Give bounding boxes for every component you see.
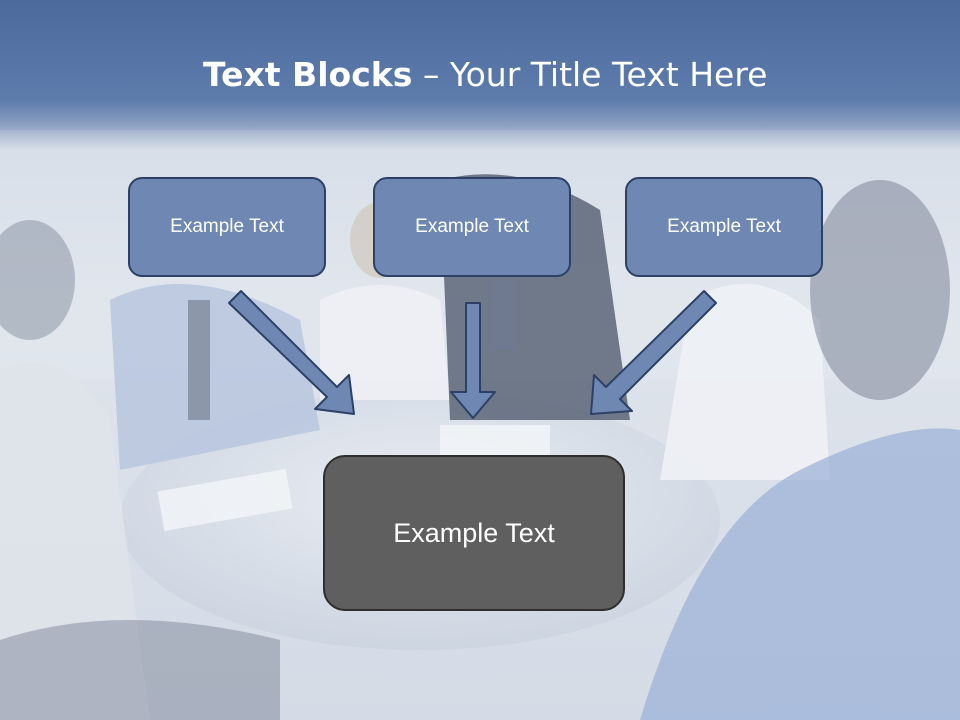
text-block-1[interactable]: Example Text [128, 177, 326, 277]
title-bold: Text Blocks [203, 55, 413, 94]
header-band [0, 0, 960, 150]
arrow-center [450, 302, 496, 419]
arrow-right [590, 290, 717, 415]
title-separator: – [412, 55, 450, 94]
main-text-block-label: Example Text [393, 517, 555, 548]
main-text-block[interactable]: Example Text [323, 455, 625, 611]
text-block-2[interactable]: Example Text [373, 177, 571, 277]
title-rest: Your Title Text Here [449, 55, 768, 94]
text-block-2-label: Example Text [415, 216, 529, 237]
arrow-left [228, 290, 355, 415]
text-block-3[interactable]: Example Text [625, 177, 823, 277]
slide-title: Text Blocks – Your Title Text Here [0, 50, 960, 100]
text-block-3-label: Example Text [667, 216, 781, 237]
text-block-1-label: Example Text [170, 216, 284, 237]
